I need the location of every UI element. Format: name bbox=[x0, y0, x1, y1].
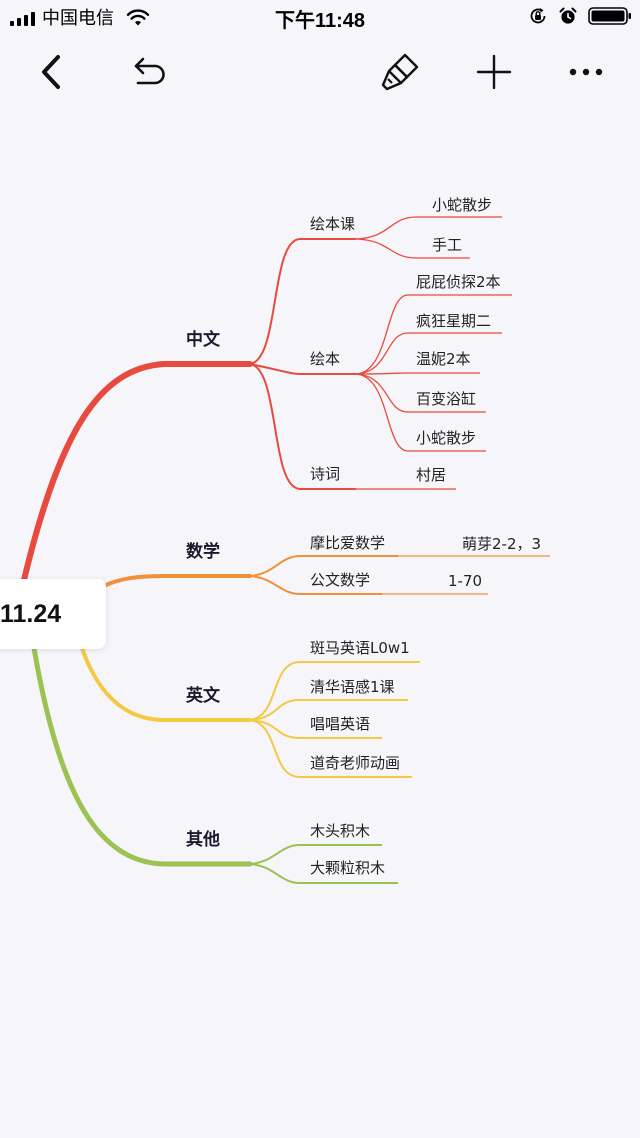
signal-icon bbox=[10, 10, 35, 26]
status-left: 中国电信 bbox=[10, 5, 150, 31]
branch-line-other bbox=[31, 645, 253, 867]
node-snake-walk-1[interactable]: 小蛇散步 bbox=[432, 196, 493, 214]
node-tsinghua-sense[interactable]: 清华语感1课 bbox=[310, 678, 395, 696]
status-bar: 中国电信 下午11:48 bbox=[0, 0, 640, 36]
node-kumon-range[interactable]: 1-70 bbox=[448, 572, 483, 590]
toolbar bbox=[0, 44, 640, 100]
node-english[interactable]: 英文 bbox=[186, 686, 220, 706]
branch-line-math bbox=[102, 574, 252, 588]
node-picture-book-class[interactable]: 绘本课 bbox=[310, 215, 356, 233]
node-other[interactable]: 其他 bbox=[186, 830, 220, 850]
node-mobi-math[interactable]: 摩比爱数学 bbox=[310, 534, 386, 552]
status-time: 下午11:48 bbox=[274, 10, 366, 32]
add-node-button[interactable] bbox=[466, 44, 522, 100]
node-sing-english[interactable]: 唱唱英语 bbox=[310, 715, 371, 733]
battery-icon bbox=[588, 7, 631, 25]
node-large-blocks[interactable]: 大颗粒积木 bbox=[310, 859, 386, 877]
node-kumon-math[interactable]: 公文数学 bbox=[310, 571, 371, 589]
node-sprout[interactable]: 萌芽2-2，3 bbox=[462, 535, 542, 553]
node-poetry[interactable]: 诗词 bbox=[310, 465, 341, 483]
branch-line-english bbox=[80, 646, 252, 722]
root-node[interactable] bbox=[0, 579, 106, 649]
node-snake-walk-2[interactable]: 小蛇散步 bbox=[416, 429, 477, 447]
node-winnie[interactable]: 温妮2本 bbox=[416, 350, 471, 368]
node-magic-bathtub[interactable]: 百变浴缸 bbox=[416, 390, 477, 408]
node-butt-detective[interactable]: 屁屁侦探2本 bbox=[416, 273, 501, 291]
root-node-label: 11.24 bbox=[0, 600, 62, 628]
node-picture-books[interactable]: 绘本 bbox=[310, 350, 341, 368]
style-button[interactable] bbox=[372, 44, 428, 100]
undo-button[interactable] bbox=[120, 44, 176, 100]
node-chinese[interactable]: 中文 bbox=[186, 330, 220, 350]
wifi-icon bbox=[126, 9, 150, 26]
add-icon bbox=[476, 54, 512, 90]
alarm-icon bbox=[559, 7, 577, 24]
node-dodge-animation[interactable]: 道奇老师动画 bbox=[310, 754, 401, 772]
node-village-poem[interactable]: 村居 bbox=[416, 466, 447, 484]
carrier-name: 中国电信 bbox=[42, 8, 114, 28]
more-button[interactable] bbox=[558, 44, 614, 100]
back-button[interactable] bbox=[24, 44, 80, 100]
node-handcraft[interactable]: 手工 bbox=[432, 236, 463, 254]
back-icon bbox=[42, 55, 60, 89]
more-icon bbox=[569, 68, 603, 76]
node-math[interactable]: 数学 bbox=[186, 542, 220, 562]
node-wooden-blocks[interactable]: 木头积木 bbox=[310, 822, 371, 840]
paint-brush-icon bbox=[381, 53, 419, 91]
branch-line-chinese bbox=[21, 361, 253, 583]
node-crazy-tuesday[interactable]: 疯狂星期二 bbox=[416, 312, 492, 330]
status-right bbox=[528, 6, 632, 26]
node-zebra-english[interactable]: 斑马英语L0w1 bbox=[310, 639, 410, 657]
orientation-lock-icon bbox=[530, 8, 546, 24]
undo-icon bbox=[134, 57, 165, 85]
